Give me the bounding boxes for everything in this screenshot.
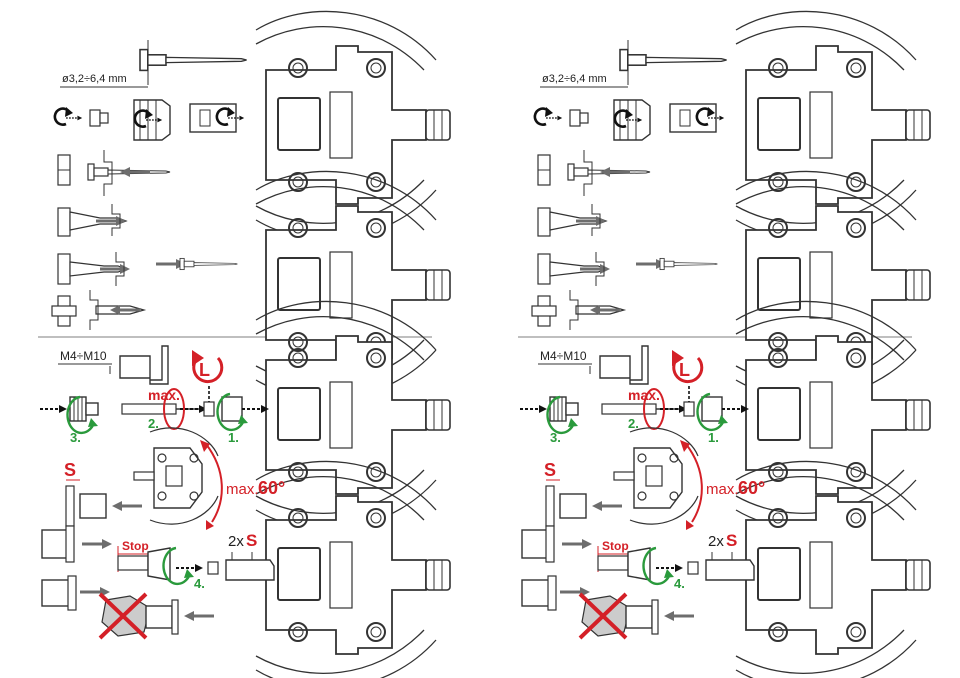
s-label: S <box>64 460 76 480</box>
step2-label: 2. <box>148 416 159 431</box>
instruction-panel-left: ø3,2÷6,4 mm <box>38 10 451 678</box>
rivet-diameter-label: ø3,2÷6,4 mm <box>62 73 127 85</box>
nut-set-results <box>41 575 216 640</box>
angle-adjust: S max. 60° <box>64 427 285 530</box>
rivet-tool-top <box>255 10 451 240</box>
nozzle-change-row <box>53 99 245 141</box>
step1-label: 1. <box>228 430 239 445</box>
max60-prefix: max. <box>226 481 259 498</box>
arrow-right-icon <box>78 585 112 599</box>
rotate-icon <box>133 109 163 128</box>
max-label: max. <box>148 387 180 403</box>
arrow-right-icon <box>80 537 114 551</box>
max60-value: 60° <box>258 478 285 498</box>
arrow-left-icon <box>110 499 144 513</box>
step3-label: 3. <box>70 430 81 445</box>
twoxs-prefix: 2x <box>228 533 244 550</box>
rivet-dimension: ø3,2÷6,4 mm <box>60 40 248 88</box>
rotate-icon <box>215 107 245 126</box>
stop-label: Stop <box>122 539 149 553</box>
arrow-left-icon <box>118 165 152 179</box>
instruction-panel-right <box>518 11 930 678</box>
rotate-icon: L <box>192 350 224 384</box>
rivet-setting-steps <box>51 150 238 330</box>
nut-mandrel-steps: 3. max. 2. 1. <box>39 386 270 445</box>
rotate-icon <box>53 107 83 126</box>
arrow-left-icon <box>182 609 216 623</box>
stop-adjust: Stop 4. 2x S <box>41 525 275 591</box>
nut-range-label: M4÷M10 <box>60 349 107 363</box>
twoxs-s-label: S <box>246 531 257 550</box>
nut-range: M4÷M10 <box>58 345 169 385</box>
rotate-letter: L <box>199 360 210 380</box>
step4-label: 4. <box>194 576 205 591</box>
forbidden-cross-icon <box>98 592 151 640</box>
